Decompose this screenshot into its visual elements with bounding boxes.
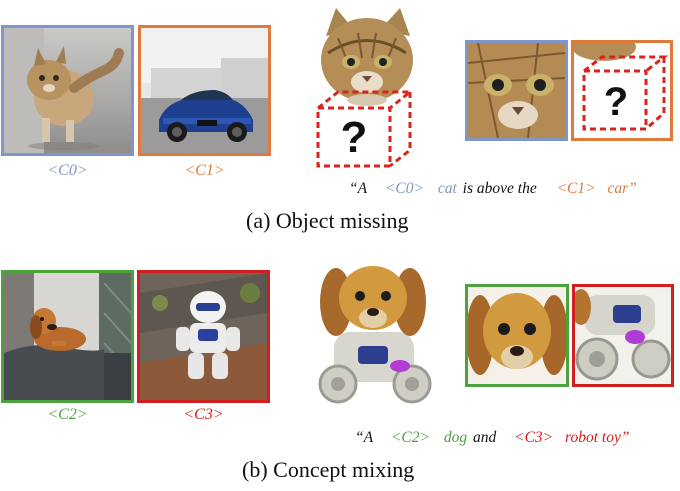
token-c2-label: <C2> [47,406,88,423]
prompt-b-token-c2: <C2> [390,429,430,446]
prompt-b-open: “A [355,429,374,446]
reference-image-dog [1,270,134,403]
missing-question-mark: ? [341,113,368,162]
caption-a: (a) Object missing [246,208,409,233]
token-c1-label: <C1> [184,162,225,179]
attention-crop-dog [465,284,569,387]
attention-crop-missing: ? [571,40,673,141]
reference-image-cat [1,25,134,156]
prompt-a-token-c1: <C1> [556,180,596,197]
prompt-b-mid: and [472,429,497,446]
missing-question-mark-crop: ? [604,80,628,124]
prompt-b-word-robot-toy: robot toy” [565,429,630,446]
attention-crop-cat [465,40,568,141]
token-c3-label: <C3> [183,406,224,423]
missing-object-box: ? [316,90,415,168]
prompt-a: “A <C0> cat is above the <C1> car” [349,180,637,198]
prompt-a-word-cat: cat [437,180,457,197]
reference-image-car [138,25,271,156]
caption-b: (b) Concept mixing [242,457,415,482]
generated-cat-head [318,8,416,108]
token-c0-label: <C0> [47,162,88,179]
prompt-b-word-dog: dog [443,429,468,446]
prompt-b: “A <C2> dog and <C3> robot toy” [355,429,629,447]
reference-image-robot [137,270,270,403]
prompt-a-open: “A [349,180,368,197]
prompt-a-mid: is above the [462,180,537,197]
generated-dog-robot [312,262,434,412]
prompt-a-word-car: car” [607,180,637,197]
attention-crop-robot [572,284,674,387]
prompt-a-token-c0: <C0> [384,180,424,197]
prompt-b-token-c3: <C3> [514,429,554,446]
